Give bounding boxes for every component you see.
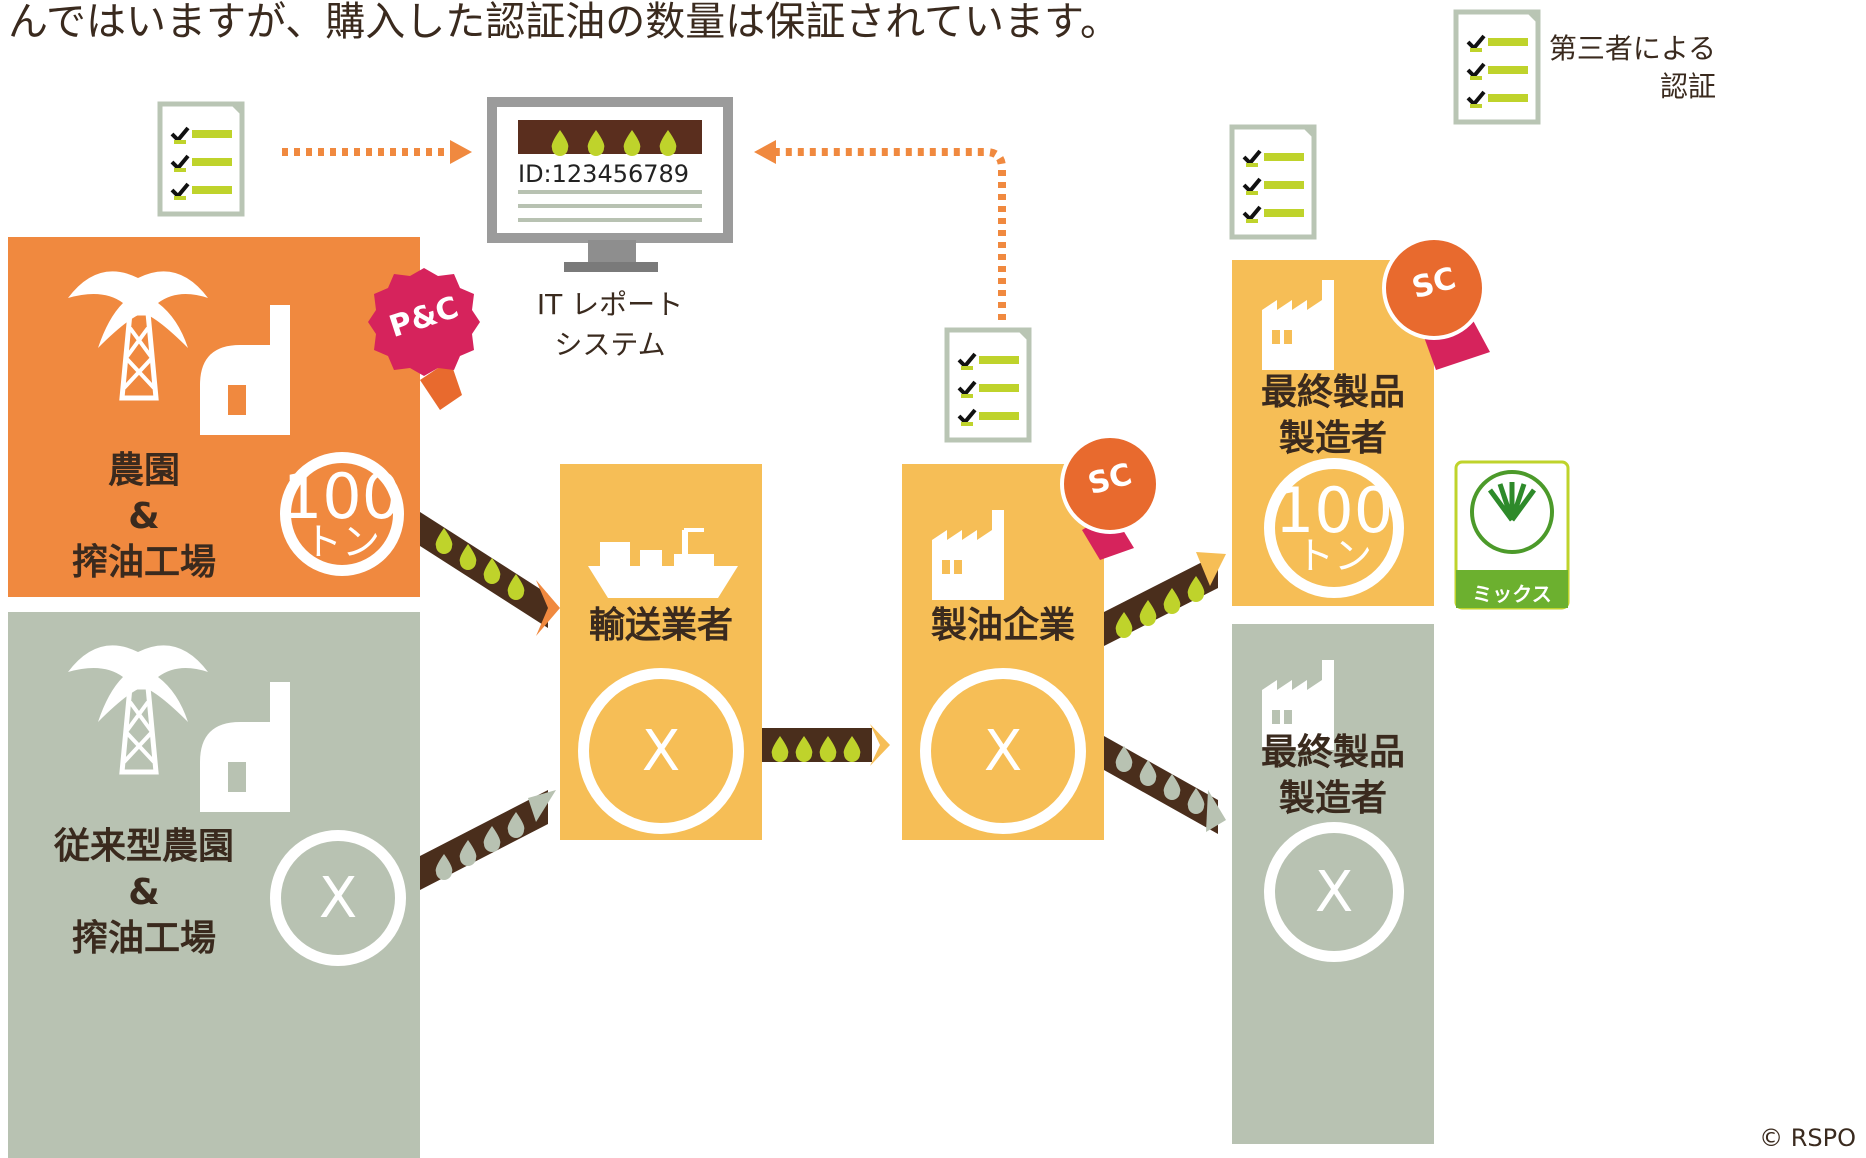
transporter-label: 輸送業者	[588, 605, 733, 646]
quantity-value: X	[983, 718, 1023, 784]
checklist-icon	[1456, 12, 1538, 122]
manufacturer-conventional-label: 最終製品 製造者	[1260, 732, 1405, 819]
quantity-value: 100	[1274, 474, 1394, 547]
manufacturer-conventional-quantity: X	[1264, 822, 1404, 962]
transporter-quantity: X	[578, 668, 744, 834]
checklist-icon	[1232, 127, 1314, 237]
it-system-label: IT レポート システム	[536, 288, 684, 361]
quantity-unit: トン	[1295, 534, 1372, 578]
copyright: © RSPO	[1759, 1124, 1856, 1152]
plantation-certified-label: 農園 & 搾油工場	[71, 450, 216, 583]
plantation-conventional-quantity: X	[270, 830, 406, 966]
header-text: んではいますが、購入した認証油の数量は保証されています。	[8, 0, 1120, 45]
refinery-label: 製油企業	[930, 605, 1075, 646]
refinery-quantity: X	[920, 668, 1086, 834]
quantity-value: X	[318, 865, 358, 931]
it-id-text: ID:123456789	[518, 160, 690, 188]
rspo-mix-label: ミックス	[1472, 582, 1552, 606]
checklist-icon	[947, 330, 1029, 440]
manufacturer-certified-label: 最終製品 製造者	[1260, 372, 1405, 459]
plantation-certified-quantity: 100 トン	[280, 452, 404, 576]
legend-label: 第三者による 認証	[1548, 32, 1716, 103]
quantity-value: X	[1314, 859, 1354, 925]
quantity-unit: トン	[303, 520, 380, 564]
quantity-value: X	[641, 718, 681, 784]
quantity-value: 100	[282, 460, 402, 533]
plantation-conventional-label: 従来型農園 & 搾油工場	[53, 826, 234, 959]
checklist-icon	[160, 104, 242, 214]
manufacturer-certified-quantity: 100 トン	[1264, 458, 1404, 598]
